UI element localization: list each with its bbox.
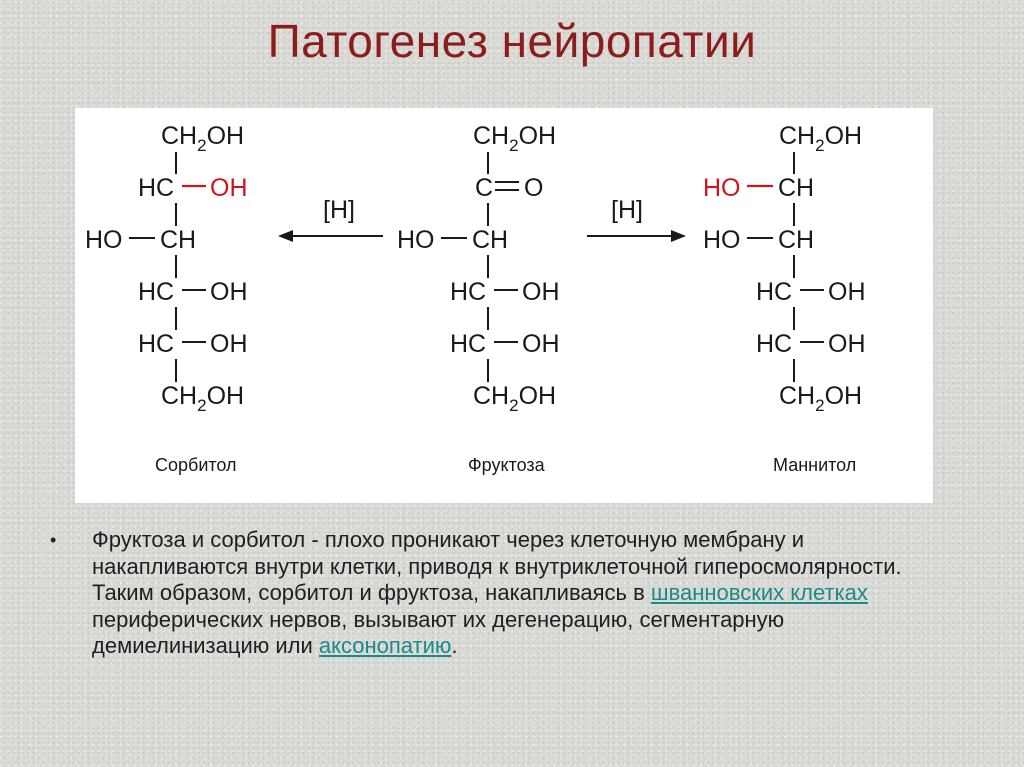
mannitol-row3-left: HC: [756, 278, 792, 306]
sorbitol-structure: CH2OH HC OH HO CH HC OH HC OH CH2OH Сорб…: [85, 122, 248, 475]
sorbitol-row4-right: OH: [210, 330, 248, 358]
sorbitol-row2-right: CH: [160, 226, 196, 254]
sorbitol-top-ch2: CH2OH: [161, 122, 244, 155]
fructose-caption: Фруктоза: [468, 455, 546, 475]
sorbitol-row1-left: HC: [138, 174, 174, 202]
arrow-right-head: [671, 230, 686, 242]
mannitol-top-ch2: CH2OH: [779, 122, 862, 155]
fructose-row2-right: CH: [472, 226, 508, 254]
mannitol-row3-right: OH: [828, 278, 866, 306]
mannitol-row1-right: CH: [778, 174, 814, 202]
bullet-text-part3: .: [451, 633, 458, 658]
mannitol-row4-right: OH: [828, 330, 866, 358]
bullet-text-part2: периферических нервов, вызывают их деген…: [92, 606, 785, 659]
fructose-row3-right: OH: [522, 278, 560, 306]
reduction-arrow-right: [H]: [587, 196, 686, 242]
reagent-right-label: [H]: [611, 196, 643, 224]
reduction-arrow-left: [H]: [278, 196, 383, 242]
mannitol-row4-left: HC: [756, 330, 792, 358]
mannitol-row2-left: HO: [703, 226, 741, 254]
mannitol-structure: CH2OH HO CH HO CH HC OH HC OH CH2OH Манн…: [703, 122, 866, 475]
mannitol-row2-right: CH: [778, 226, 814, 254]
arrow-left-head: [278, 230, 293, 242]
schwann-cells-link[interactable]: шванновских клетках: [650, 580, 868, 605]
fructose-structure: CH2OH C O HO CH HC OH HC OH CH2OH Фрукто…: [397, 122, 560, 475]
reagent-left-label: [H]: [323, 196, 355, 224]
fructose-row4-right: OH: [522, 330, 560, 358]
sorbitol-bottom-ch2: CH2OH: [161, 382, 244, 415]
fructose-row4-left: HC: [450, 330, 486, 358]
bullet-dot-icon: •: [50, 530, 57, 550]
fructose-top-ch2: CH2OH: [473, 122, 556, 155]
axonopathy-link[interactable]: аксонопатию: [318, 633, 452, 658]
fructose-row1-left: C: [475, 174, 493, 202]
chemical-reaction-diagram: CH2OH HC OH HO CH HC OH HC OH CH2OH Сорб…: [75, 108, 933, 503]
sorbitol-row4-left: HC: [138, 330, 174, 358]
sorbitol-row1-right: OH: [210, 174, 248, 202]
mannitol-row1-left: HO: [703, 174, 741, 202]
fructose-bottom-ch2: CH2OH: [473, 382, 556, 415]
mannitol-bottom-ch2: CH2OH: [779, 382, 862, 415]
bullet-paragraph: Фруктоза и сорбитол - плохо проникают че…: [92, 527, 962, 660]
bullet-text-part1: Фруктоза и сорбитол - плохо проникают че…: [92, 527, 902, 605]
slide-title: Патогенез нейропатии: [267, 15, 757, 67]
sorbitol-row3-right: OH: [210, 278, 248, 306]
sorbitol-row2-left: HO: [85, 226, 123, 254]
sorbitol-caption: Сорбитол: [155, 455, 237, 475]
fructose-row2-left: HO: [397, 226, 435, 254]
reaction-svg: CH2OH HC OH HO CH HC OH HC OH CH2OH Сорб…: [85, 122, 866, 475]
sorbitol-row3-left: HC: [138, 278, 174, 306]
mannitol-caption: Маннитол: [773, 455, 856, 475]
fructose-row1-right: O: [524, 174, 543, 202]
fructose-row3-left: HC: [450, 278, 486, 306]
